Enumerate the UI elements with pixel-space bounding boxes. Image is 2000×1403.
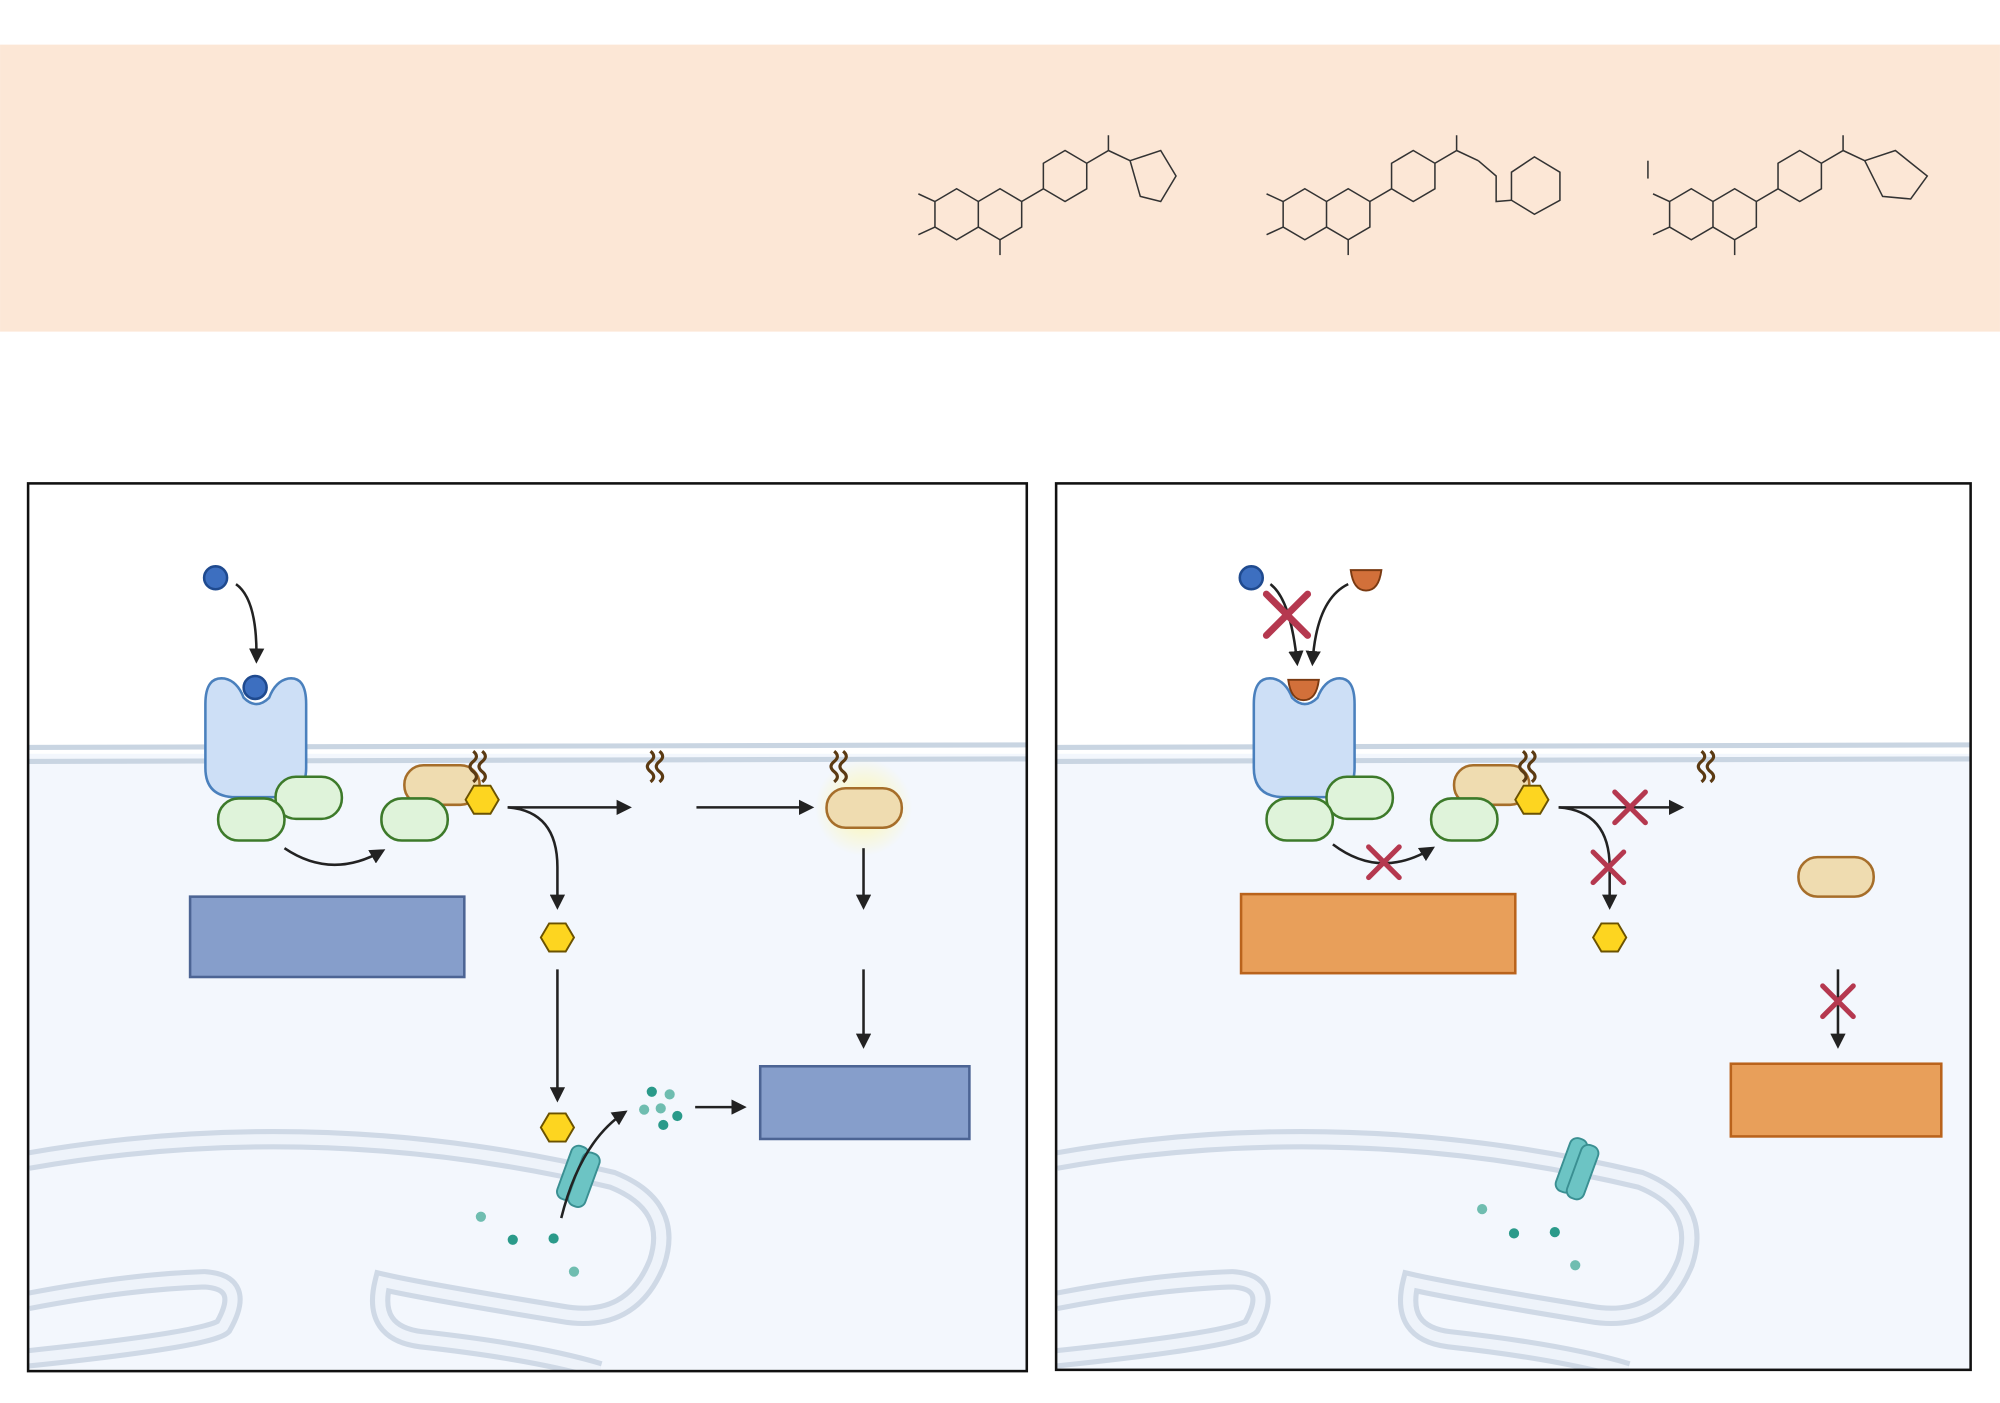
molecule-1-structure	[917, 134, 1177, 256]
panel-inhibited	[1054, 482, 1972, 1372]
molecule-2-structure	[1265, 134, 1561, 256]
inactive-kinase-icon	[1797, 855, 1875, 898]
second-messenger-icon	[464, 784, 500, 815]
second-messenger-icon	[1514, 784, 1550, 815]
cytoplasm	[28, 753, 1027, 1372]
g-protein-subunit-icon	[1265, 797, 1335, 842]
plasma-membrane	[1056, 742, 1971, 764]
ion-release-arrow	[560, 1110, 628, 1219]
second-messenger-icon	[1592, 922, 1628, 953]
g-protein-alpha-icon	[1429, 797, 1499, 842]
inhibitor-binding-arrow	[1305, 583, 1349, 667]
activation-arrow	[283, 847, 386, 867]
ion-cluster	[475, 1086, 683, 1277]
retained-ions	[1477, 1204, 1581, 1271]
blocked-outcome-box	[1239, 892, 1517, 975]
outcome-box	[758, 1065, 971, 1141]
g-protein-subunit-icon	[1325, 775, 1395, 821]
ligand-icon	[1238, 565, 1265, 591]
molecule-3-structure	[1647, 134, 1929, 256]
binding-arrow	[235, 583, 265, 664]
second-messenger-icon	[539, 922, 575, 953]
blocked-outcome-box	[1729, 1062, 1943, 1138]
inhibitor-icon	[1349, 569, 1383, 592]
panel-active	[26, 482, 1029, 1373]
second-messenger-icon	[539, 1112, 575, 1143]
g-protein-subunit-icon	[274, 775, 344, 821]
bound-ligand-icon	[242, 674, 268, 701]
bound-inhibitor-icon	[1287, 678, 1320, 702]
ligand-icon	[202, 565, 229, 591]
activated-kinase-icon	[825, 786, 904, 830]
g-protein-alpha-icon	[380, 797, 450, 842]
g-protein-subunit-icon	[216, 797, 286, 842]
outcome-box	[188, 895, 466, 979]
pathway-arrow	[507, 806, 566, 910]
